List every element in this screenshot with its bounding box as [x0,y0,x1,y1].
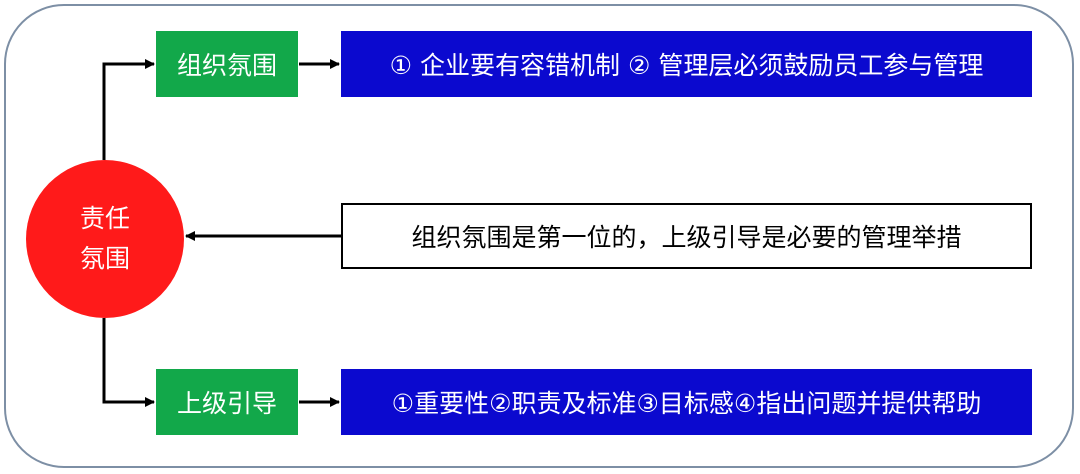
top-branch-detail-box: ① 企业要有容错机制 ② 管理层必须鼓励员工参与管理 [341,31,1032,97]
top-branch-label: 组织氛围 [176,51,277,80]
bottom-branch-detail-box: ①重要性②职责及标准③目标感④指出问题并提供帮助 [341,369,1032,435]
connector-circle-to-bottom-branch [102,318,155,407]
bottom-branch-detail: ①重要性②职责及标准③目标感④指出问题并提供帮助 [391,389,982,418]
bottom-branch-label-box: 上级引导 [156,369,298,435]
top-branch-label-box: 组织氛围 [156,31,298,97]
bottom-branch-label: 上级引导 [176,389,277,418]
middle-note-box: 组织氛围是第一位的，上级引导是必要的管理举措 [341,203,1032,269]
center-node-label: 责任氛围 [79,204,130,273]
middle-note-text: 组织氛围是第一位的，上级引导是必要的管理举措 [411,223,962,252]
connector-circle-to-top-branch [102,59,155,160]
center-node-responsibility-atmosphere: 责任氛围 [26,160,184,318]
top-branch-detail: ① 企业要有容错机制 ② 管理层必须鼓励员工参与管理 [389,51,984,80]
